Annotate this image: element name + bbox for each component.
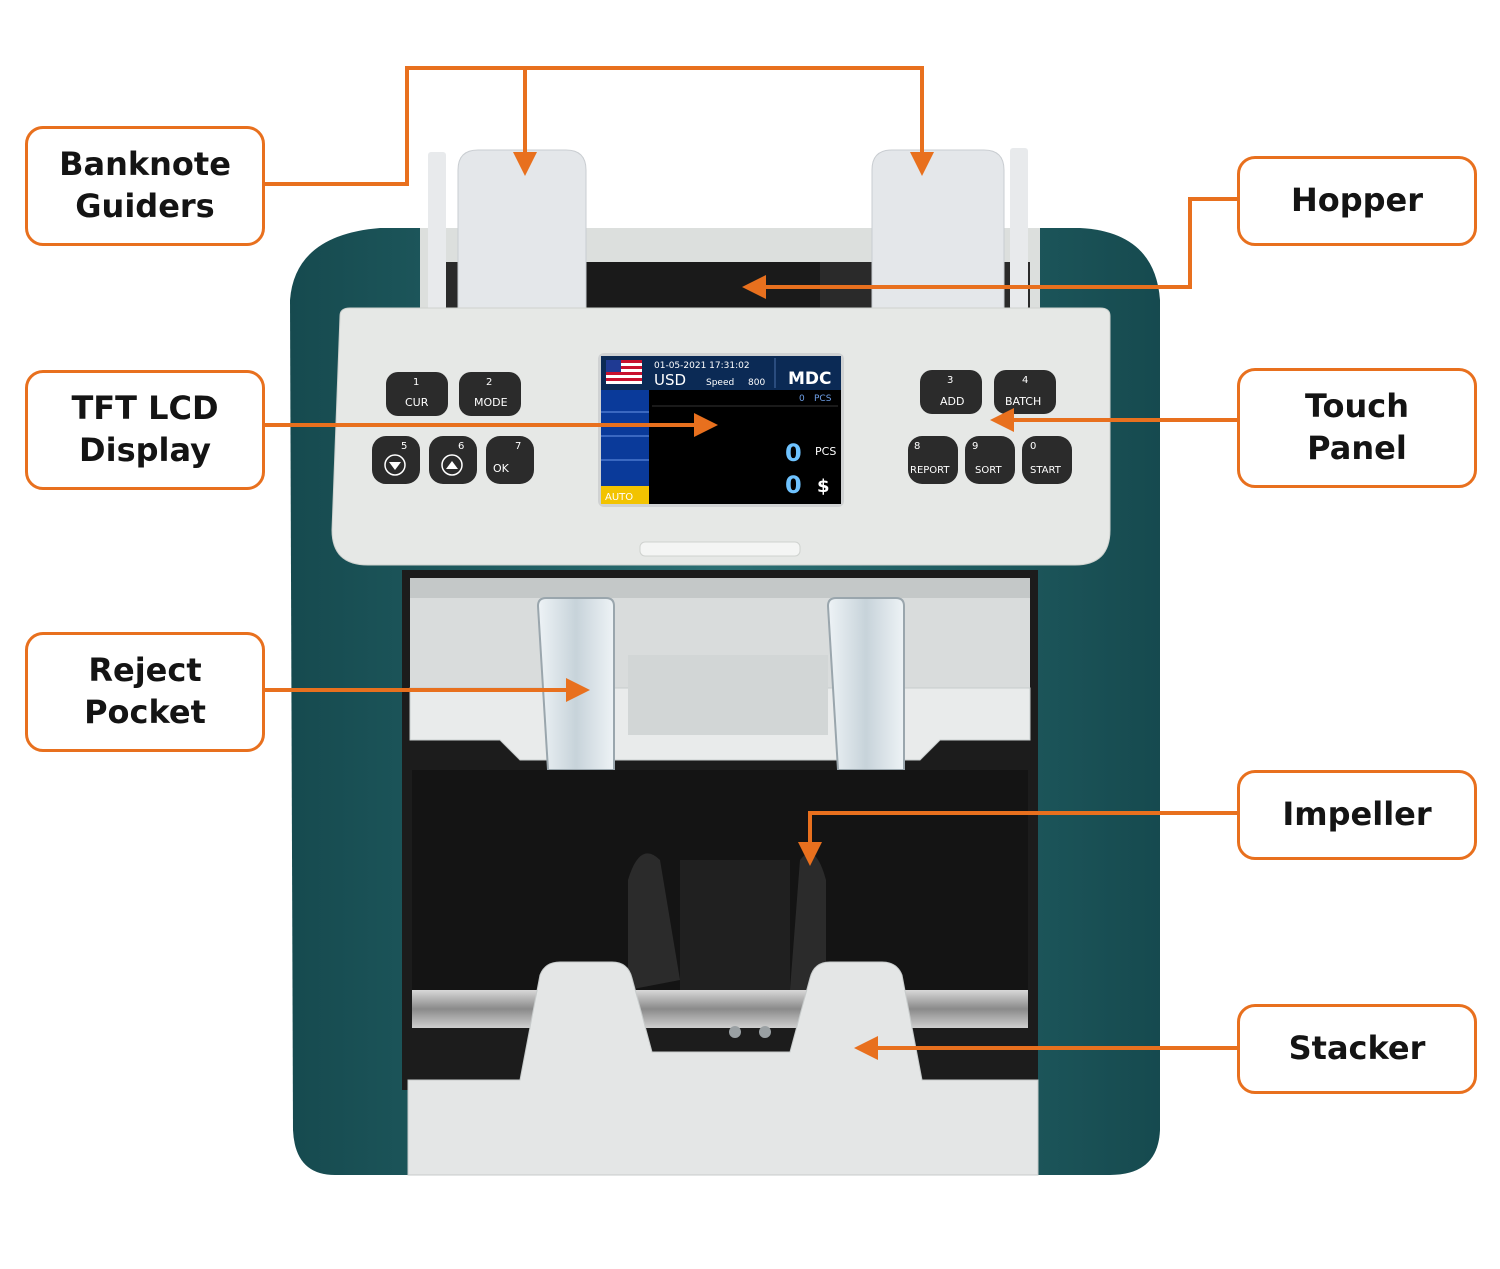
left-key-7-number: 7 bbox=[515, 441, 521, 452]
arrowhead-tft-lcd bbox=[694, 413, 718, 437]
leader-lines bbox=[264, 66, 1238, 1050]
lcd-auto: AUTO bbox=[605, 492, 633, 503]
left-key-2[interactable]: 2 MODE bbox=[459, 372, 521, 416]
right-key-0-label: START bbox=[1030, 465, 1062, 476]
banknote-guiders-callout: Banknote Guiders bbox=[25, 126, 265, 246]
touch-panel-line-1: Touch bbox=[1304, 387, 1410, 426]
right-key-8-label: REPORT bbox=[910, 465, 950, 476]
reject-pocket-center bbox=[628, 655, 828, 735]
arrowhead-touch-panel bbox=[990, 408, 1014, 432]
reject-pocket-line-2: Pocket bbox=[84, 693, 206, 731]
left-key-5[interactable]: 5 bbox=[372, 436, 420, 484]
impeller-callout: Impeller bbox=[1237, 770, 1477, 860]
lcd-side-panel bbox=[601, 390, 649, 486]
arrowhead-stacker bbox=[854, 1036, 878, 1060]
lcd-small-count: 0 bbox=[799, 394, 805, 404]
lcd-amount: 0 bbox=[785, 471, 802, 499]
arrowhead-guider-left bbox=[513, 152, 537, 176]
screw-1 bbox=[729, 1026, 741, 1038]
impeller-hub bbox=[680, 860, 790, 990]
screw-2 bbox=[759, 1026, 771, 1038]
chevron-up-icon bbox=[441, 454, 463, 476]
hopper-line-1: Hopper bbox=[1290, 181, 1424, 220]
left-key-7[interactable]: 7 OK bbox=[486, 436, 534, 484]
left-banknote-guider bbox=[457, 149, 587, 311]
steel-rod bbox=[412, 990, 1028, 1028]
left-key-2-label: MODE bbox=[474, 396, 508, 409]
lcd-datetime: 01-05-2021 17:31:02 bbox=[654, 361, 750, 371]
right-key-4-number: 4 bbox=[1022, 375, 1028, 386]
touch-panel-callout: Touch Panel bbox=[1237, 368, 1477, 488]
right-key-3[interactable]: 3 ADD bbox=[920, 370, 982, 414]
right-key-0[interactable]: 0 START bbox=[1022, 436, 1072, 484]
arrowhead-impeller bbox=[798, 842, 822, 866]
left-key-1[interactable]: 1 CUR bbox=[386, 372, 448, 416]
right-key-8[interactable]: 8 REPORT bbox=[908, 436, 958, 484]
upper-chamber-back bbox=[410, 578, 1030, 598]
arrowhead-reject-pocket bbox=[566, 678, 590, 702]
chevron-down-icon bbox=[384, 454, 406, 476]
right-side-wall bbox=[1010, 148, 1028, 310]
lcd-currency: USD bbox=[654, 371, 686, 389]
panel-notch bbox=[639, 541, 801, 557]
stacker bbox=[407, 961, 1039, 1176]
hopper-leader bbox=[760, 197, 1238, 289]
reject-pocket-line-1: Reject bbox=[88, 651, 202, 690]
left-impeller-blade bbox=[628, 853, 680, 990]
right-reject-guard bbox=[826, 597, 905, 771]
lcd-speed-value: 800 bbox=[748, 378, 765, 388]
lcd-count-unit: PCS bbox=[815, 445, 836, 458]
left-key-1-label: CUR bbox=[405, 396, 429, 409]
right-key-4-label: BATCH bbox=[1005, 395, 1041, 408]
impeller-leader bbox=[808, 811, 1238, 850]
tft-lcd-line-2: Display bbox=[79, 431, 211, 469]
right-banknote-guider bbox=[871, 149, 1005, 311]
left-key-6-number: 6 bbox=[458, 441, 464, 452]
right-key-3-number: 3 bbox=[947, 375, 953, 386]
impeller-line-1: Impeller bbox=[1282, 795, 1432, 834]
right-key-4[interactable]: 4 BATCH bbox=[994, 370, 1056, 414]
left-key-2-number: 2 bbox=[486, 377, 492, 388]
lcd-auto-box bbox=[601, 486, 649, 504]
arrowheads bbox=[513, 152, 1014, 1060]
banknote-guiders-line-1: Banknote bbox=[59, 145, 231, 184]
right-impeller-blade bbox=[790, 853, 826, 990]
lcd-small-unit: PCS bbox=[814, 394, 832, 404]
left-key-6[interactable]: 6 bbox=[429, 436, 477, 484]
arrowhead-guider-right bbox=[910, 152, 934, 176]
touch-panel-line-2: Panel bbox=[1307, 429, 1407, 467]
right-key-8-number: 8 bbox=[914, 441, 920, 452]
us-flag-icon bbox=[606, 360, 642, 384]
stacker-line-1: Stacker bbox=[1288, 1029, 1426, 1068]
right-key-9-label: SORT bbox=[975, 465, 1002, 476]
arrowhead-hopper bbox=[742, 275, 766, 299]
lcd-speed-label: Speed bbox=[706, 378, 734, 388]
left-key-1-number: 1 bbox=[413, 377, 419, 388]
left-key-7-label: OK bbox=[493, 462, 510, 475]
right-key-3-label: ADD bbox=[940, 395, 964, 408]
left-key-5-number: 5 bbox=[401, 441, 407, 452]
lcd-amount-unit: $ bbox=[817, 476, 830, 497]
lcd-count: 0 bbox=[785, 439, 802, 467]
lcd-mode: MDC bbox=[788, 369, 832, 389]
hopper-callout: Hopper bbox=[1237, 156, 1477, 246]
tft-lcd-line-1: TFT LCD bbox=[71, 389, 219, 428]
stacker-callout: Stacker bbox=[1237, 1004, 1477, 1094]
reject-pocket-callout: Reject Pocket bbox=[25, 632, 265, 752]
right-key-9[interactable]: 9 SORT bbox=[965, 436, 1015, 484]
left-side-wall bbox=[428, 152, 446, 310]
banknote-guiders-leader bbox=[264, 66, 924, 186]
tft-lcd-display: 01-05-2021 17:31:02 USD Speed 800 MDC 0 … bbox=[598, 353, 844, 507]
banknote-guiders-line-2: Guiders bbox=[75, 187, 215, 225]
tft-lcd-display-callout: TFT LCD Display bbox=[25, 370, 265, 490]
right-key-9-number: 9 bbox=[972, 441, 978, 452]
right-key-0-number: 0 bbox=[1030, 441, 1036, 452]
